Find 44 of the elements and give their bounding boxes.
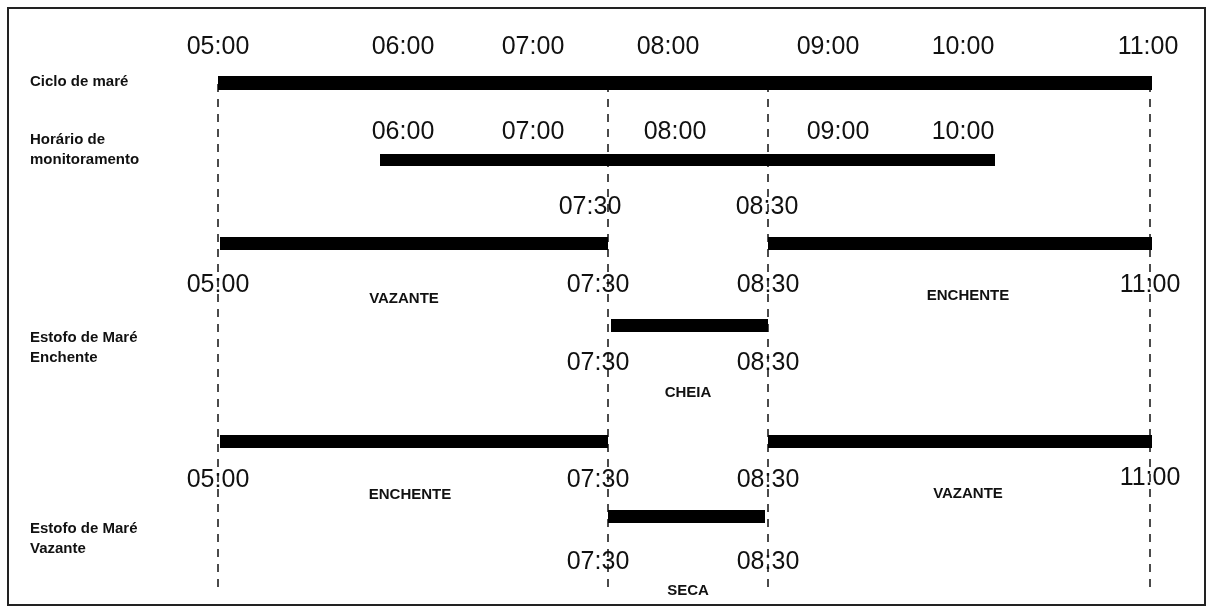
time-label: 07:00 (501, 115, 565, 145)
timeline-bar (611, 319, 768, 332)
timeline-bar (220, 237, 608, 250)
time-label: 11:00 (1117, 30, 1179, 60)
time-label: 08:30 (736, 268, 800, 298)
timeline-bar (220, 435, 608, 448)
time-label: 08:30 (736, 346, 800, 376)
time-label: 08:00 (643, 115, 707, 145)
row-label: Estofo de Maré Vazante (30, 518, 139, 558)
time-label: 07:30 (566, 545, 630, 575)
phase-label: SECA (667, 580, 709, 598)
time-label: 10:00 (931, 30, 995, 60)
phase-label: CHEIA (664, 382, 712, 400)
time-label: 07:00 (501, 30, 565, 60)
time-label: 07:30 (558, 190, 622, 220)
timeline-bar (380, 154, 995, 166)
time-label: 08:30 (736, 545, 800, 575)
time-label: 11:00 (1119, 268, 1181, 298)
phase-label: VAZANTE (369, 288, 439, 306)
time-label: 08:00 (636, 30, 700, 60)
row-label: Ciclo de maré (30, 71, 130, 91)
time-label: 08:30 (736, 463, 800, 493)
time-label: 07:30 (566, 268, 630, 298)
time-label: 05:00 (186, 30, 250, 60)
time-label: 07:30 (566, 346, 630, 376)
time-label: 06:00 (371, 115, 435, 145)
time-label: 10:00 (931, 115, 995, 145)
time-label: 05:00 (186, 268, 250, 298)
row-label: Estofo de Maré Enchente (30, 327, 139, 367)
timeline-bar (608, 510, 765, 523)
time-label: 07:30 (566, 463, 630, 493)
row-label: Horário de monitoramento (30, 129, 141, 169)
time-label: 08:30 (735, 190, 799, 220)
phase-label: VAZANTE (933, 483, 1003, 501)
time-label: 05:00 (186, 463, 250, 493)
timeline-bar (768, 435, 1152, 448)
time-label: 09:00 (806, 115, 870, 145)
timeline-bar (768, 237, 1152, 250)
time-label: 06:00 (371, 30, 435, 60)
phase-label: ENCHENTE (926, 285, 1010, 303)
time-label: 09:00 (796, 30, 860, 60)
timeline-bar (218, 76, 1152, 90)
time-label: 11:00 (1119, 461, 1181, 491)
phase-label: ENCHENTE (368, 484, 452, 502)
